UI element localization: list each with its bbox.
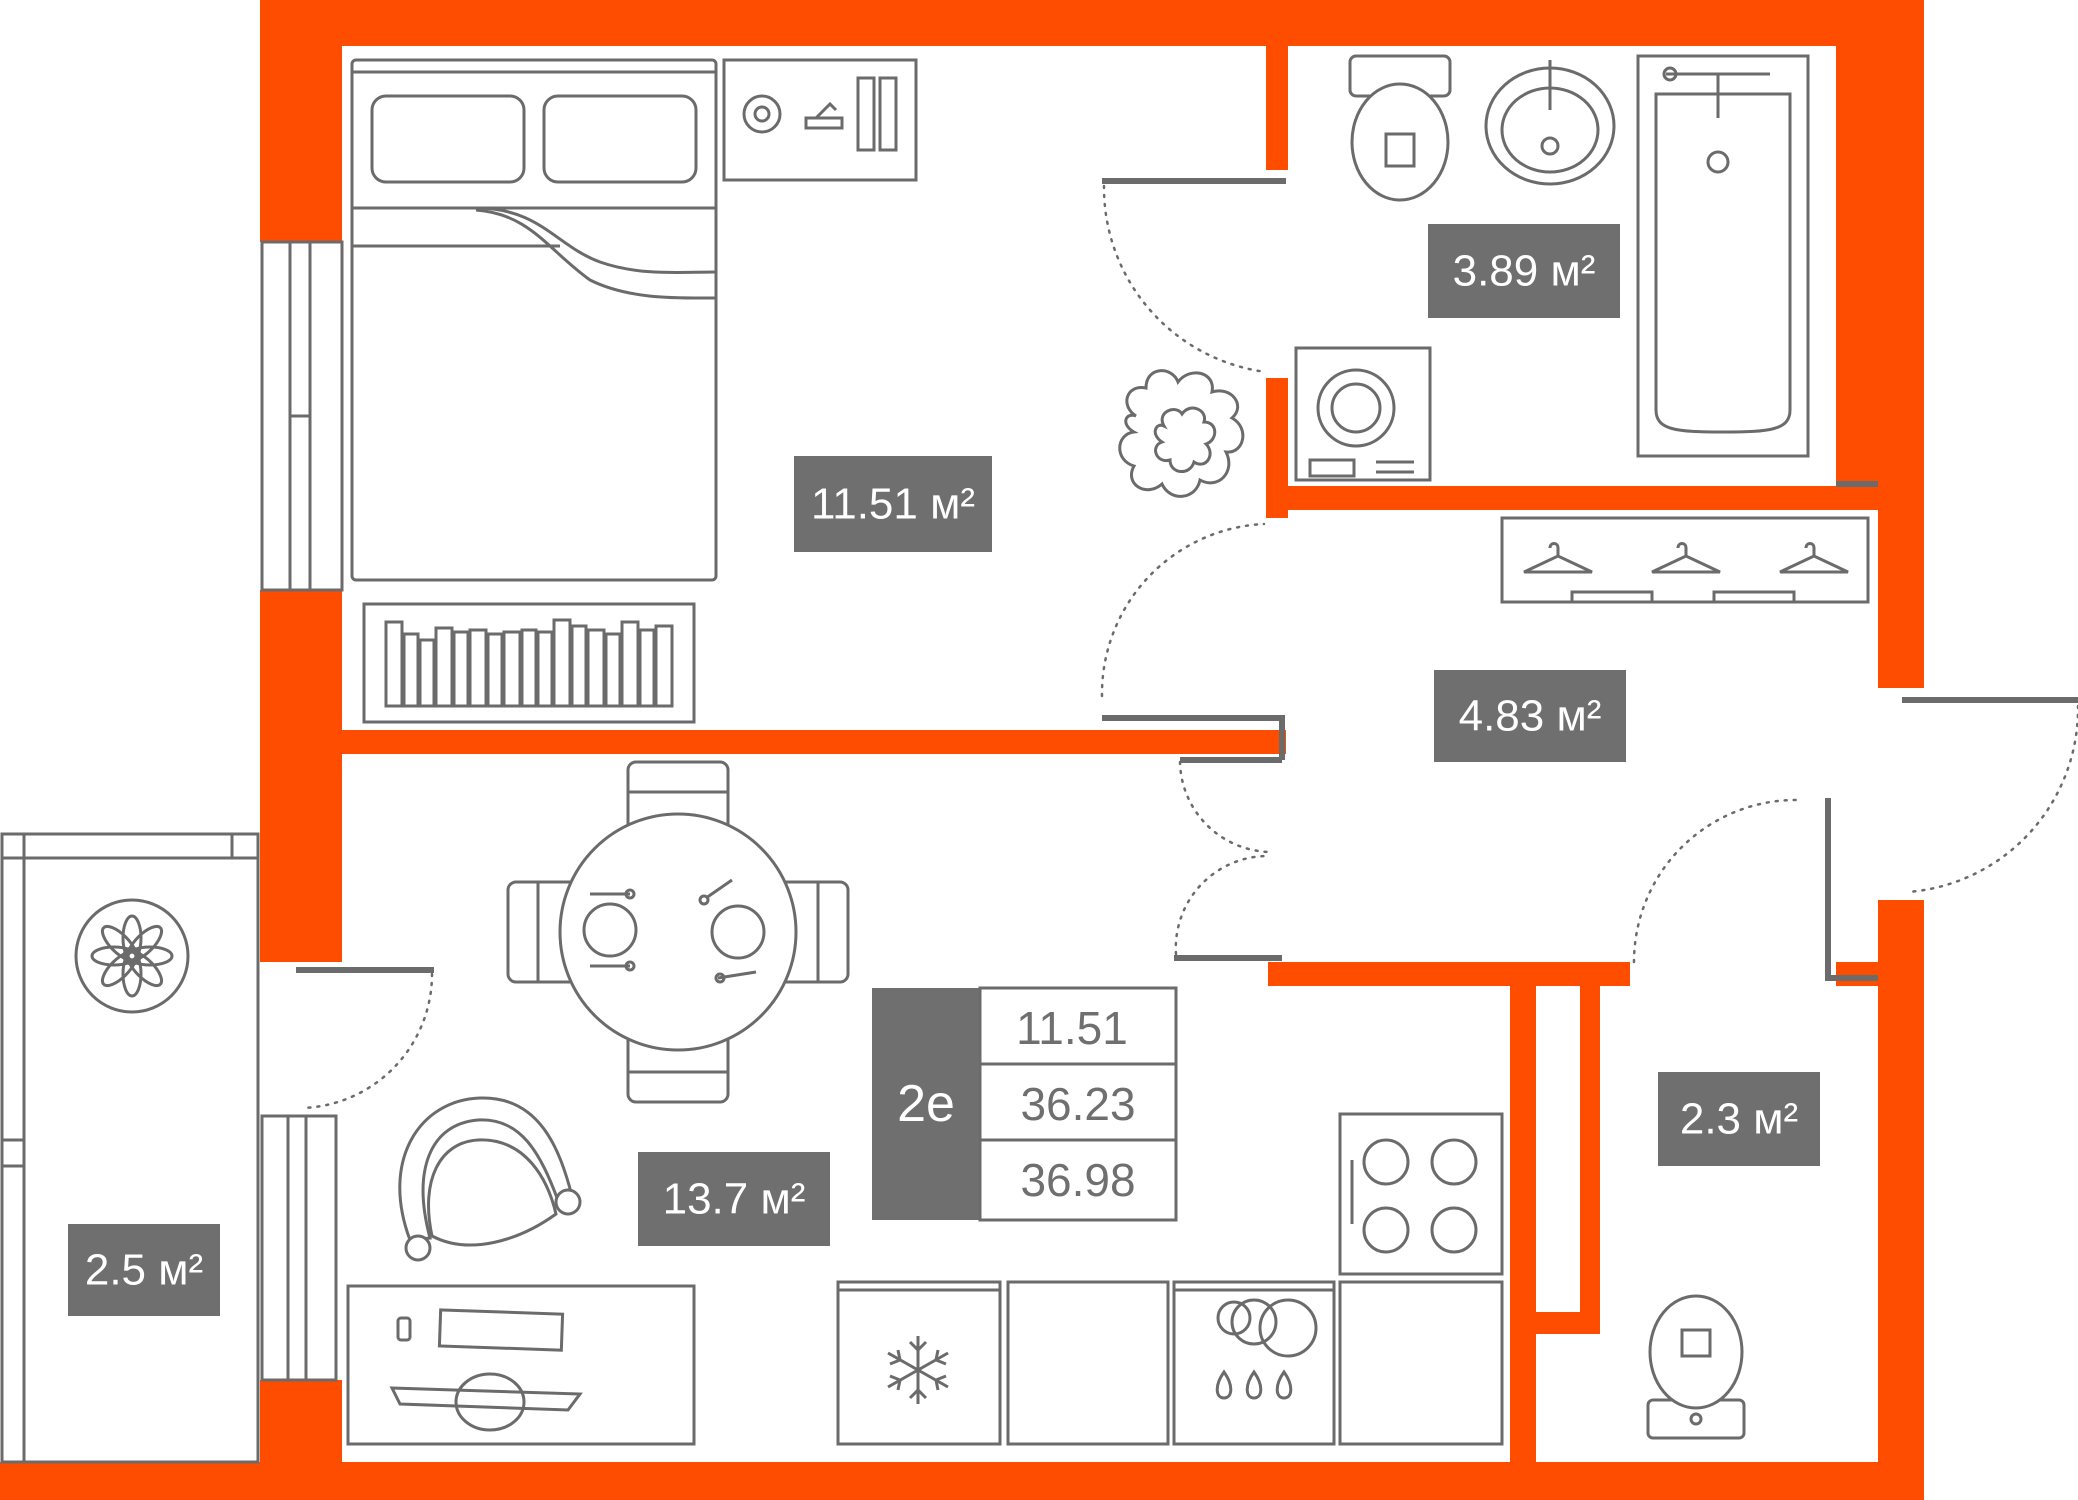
pillow-icon (542, 94, 698, 184)
hanger-icon (1523, 542, 1593, 574)
plant-icon (1118, 369, 1245, 498)
kitchen-cabinet (1338, 1280, 1504, 1446)
flower-icon (74, 898, 190, 1014)
washing-machine-icon (1294, 346, 1432, 482)
door-swings (300, 184, 2078, 1110)
counter-row (836, 1280, 1504, 1446)
wardrobe (1500, 516, 1870, 604)
room-area-hallway: 4.83 м² (1459, 692, 1602, 741)
room-area-balcony: 2.5 м² (85, 1246, 203, 1295)
label-toilet: 2.3 м² (1658, 1072, 1820, 1166)
dishwasher-icon (1172, 1280, 1336, 1446)
pillow-icon (370, 94, 526, 184)
summary-table: 2е 11.51 36.23 36.98 (872, 986, 1178, 1222)
total-area-value: 36.23 (1020, 1078, 1135, 1130)
hanger-icon (1651, 542, 1721, 574)
bed-icon (350, 58, 718, 582)
label-hallway: 4.83 м² (1434, 670, 1626, 762)
living-area-value: 11.51 (1016, 1002, 1128, 1054)
armchair-icon (398, 1096, 582, 1262)
window-bedroom (260, 240, 344, 592)
stove-icon (1338, 1112, 1504, 1276)
hanger-icon (1779, 542, 1849, 574)
room-area-living-kitchen: 13.7 м² (663, 1175, 806, 1224)
room-area-bedroom: 11.51 м² (811, 480, 975, 529)
total-area-with-balcony-value: 36.98 (1020, 1154, 1135, 1206)
walls (0, 0, 1924, 1500)
label-living: 13.7 м² (638, 1152, 830, 1246)
label-balcony: 2.5 м² (68, 1224, 220, 1316)
apartment-type: 2е (897, 1075, 955, 1133)
kitchen-cabinet (1006, 1280, 1170, 1446)
bookshelf-icon (362, 602, 696, 724)
toilet-icon (1348, 54, 1452, 202)
room-area-bathroom: 3.89 м² (1453, 247, 1596, 296)
desk-icon (346, 1284, 696, 1446)
room-area-toilet: 2.3 м² (1680, 1095, 1798, 1144)
nightstand-icon (722, 58, 918, 182)
dining-table-icon (506, 760, 850, 1104)
toilet-icon (1646, 1294, 1746, 1440)
partition-lines (296, 178, 2078, 981)
label-bathroom: 3.89 м² (1428, 224, 1620, 318)
window-living (260, 1114, 338, 1382)
bathtub-icon (1636, 54, 1810, 458)
snowflake-icon (887, 1336, 949, 1404)
sink-icon (1484, 60, 1616, 186)
label-bedroom: 11.51 м² (794, 456, 992, 552)
